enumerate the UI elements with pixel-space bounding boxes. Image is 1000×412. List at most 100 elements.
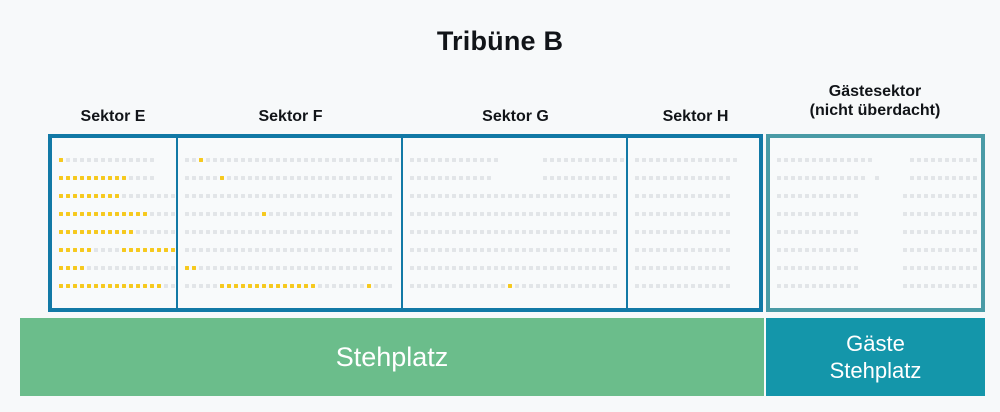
seat[interactable] — [410, 176, 414, 180]
seat[interactable] — [606, 230, 610, 234]
seat[interactable] — [73, 212, 77, 216]
seat[interactable] — [571, 266, 575, 270]
seat[interactable] — [220, 176, 224, 180]
seat[interactable] — [332, 158, 336, 162]
seat[interactable] — [564, 158, 568, 162]
seat[interactable] — [381, 230, 385, 234]
seat[interactable] — [931, 158, 935, 162]
seat[interactable] — [227, 194, 231, 198]
seat[interactable] — [311, 266, 315, 270]
seat[interactable] — [861, 158, 865, 162]
seat[interactable] — [213, 284, 217, 288]
seat[interactable] — [122, 266, 126, 270]
seat[interactable] — [791, 266, 795, 270]
seat[interactable] — [452, 176, 456, 180]
seat[interactable] — [473, 230, 477, 234]
seat[interactable] — [494, 212, 498, 216]
seat[interactable] — [73, 194, 77, 198]
seat[interactable] — [945, 176, 949, 180]
seat[interactable] — [606, 158, 610, 162]
seat[interactable] — [339, 194, 343, 198]
seat[interactable] — [599, 194, 603, 198]
seat[interactable] — [276, 266, 280, 270]
seat[interactable] — [353, 194, 357, 198]
seat[interactable] — [854, 158, 858, 162]
seat[interactable] — [445, 212, 449, 216]
seat[interactable] — [529, 248, 533, 252]
seat[interactable] — [931, 266, 935, 270]
seat[interactable] — [164, 284, 168, 288]
seat[interactable] — [656, 212, 660, 216]
seat[interactable] — [297, 266, 301, 270]
seat[interactable] — [410, 158, 414, 162]
seat[interactable] — [578, 212, 582, 216]
seat[interactable] — [87, 248, 91, 252]
seat[interactable] — [635, 284, 639, 288]
seat[interactable] — [94, 266, 98, 270]
seat[interactable] — [171, 212, 175, 216]
seat[interactable] — [290, 158, 294, 162]
seat[interactable] — [304, 266, 308, 270]
seat[interactable] — [910, 176, 914, 180]
seat[interactable] — [374, 212, 378, 216]
seat[interactable] — [353, 248, 357, 252]
seat[interactable] — [819, 266, 823, 270]
seat[interactable] — [945, 284, 949, 288]
seat[interactable] — [798, 266, 802, 270]
seat[interactable] — [276, 212, 280, 216]
seat[interactable] — [381, 266, 385, 270]
seat[interactable] — [508, 194, 512, 198]
seat[interactable] — [564, 266, 568, 270]
seat[interactable] — [424, 176, 428, 180]
seat[interactable] — [185, 212, 189, 216]
seat[interactable] — [938, 230, 942, 234]
seat[interactable] — [445, 266, 449, 270]
seat[interactable] — [826, 212, 830, 216]
seat[interactable] — [812, 266, 816, 270]
seat[interactable] — [374, 158, 378, 162]
seat[interactable] — [606, 194, 610, 198]
seat[interactable] — [122, 230, 126, 234]
seat[interactable] — [311, 194, 315, 198]
seat[interactable] — [374, 230, 378, 234]
seat[interactable] — [791, 230, 795, 234]
seat[interactable] — [677, 266, 681, 270]
seat[interactable] — [606, 284, 610, 288]
seat[interactable] — [585, 230, 589, 234]
seat[interactable] — [592, 158, 596, 162]
seat[interactable] — [262, 158, 266, 162]
seat[interactable] — [924, 176, 928, 180]
seat[interactable] — [733, 158, 737, 162]
seat[interactable] — [459, 230, 463, 234]
seat[interactable] — [931, 230, 935, 234]
seat[interactable] — [360, 248, 364, 252]
seat[interactable] — [304, 248, 308, 252]
seat[interactable] — [719, 248, 723, 252]
seat[interactable] — [73, 266, 77, 270]
seat[interactable] — [578, 158, 582, 162]
seat[interactable] — [255, 230, 259, 234]
seat[interactable] — [206, 158, 210, 162]
seat[interactable] — [592, 284, 596, 288]
seat[interactable] — [480, 266, 484, 270]
seat[interactable] — [910, 284, 914, 288]
seat[interactable] — [410, 266, 414, 270]
seat[interactable] — [374, 248, 378, 252]
seat[interactable] — [945, 266, 949, 270]
seat[interactable] — [480, 176, 484, 180]
seat[interactable] — [73, 230, 77, 234]
seat[interactable] — [459, 266, 463, 270]
seat[interactable] — [868, 158, 872, 162]
seat[interactable] — [805, 266, 809, 270]
seat[interactable] — [726, 176, 730, 180]
seat[interactable] — [325, 158, 329, 162]
seat[interactable] — [663, 230, 667, 234]
seat[interactable] — [550, 248, 554, 252]
seat[interactable] — [805, 176, 809, 180]
seat[interactable] — [185, 176, 189, 180]
seat[interactable] — [248, 194, 252, 198]
seat[interactable] — [656, 230, 660, 234]
seat[interactable] — [924, 194, 928, 198]
seat[interactable] — [917, 194, 921, 198]
seat[interactable] — [784, 248, 788, 252]
